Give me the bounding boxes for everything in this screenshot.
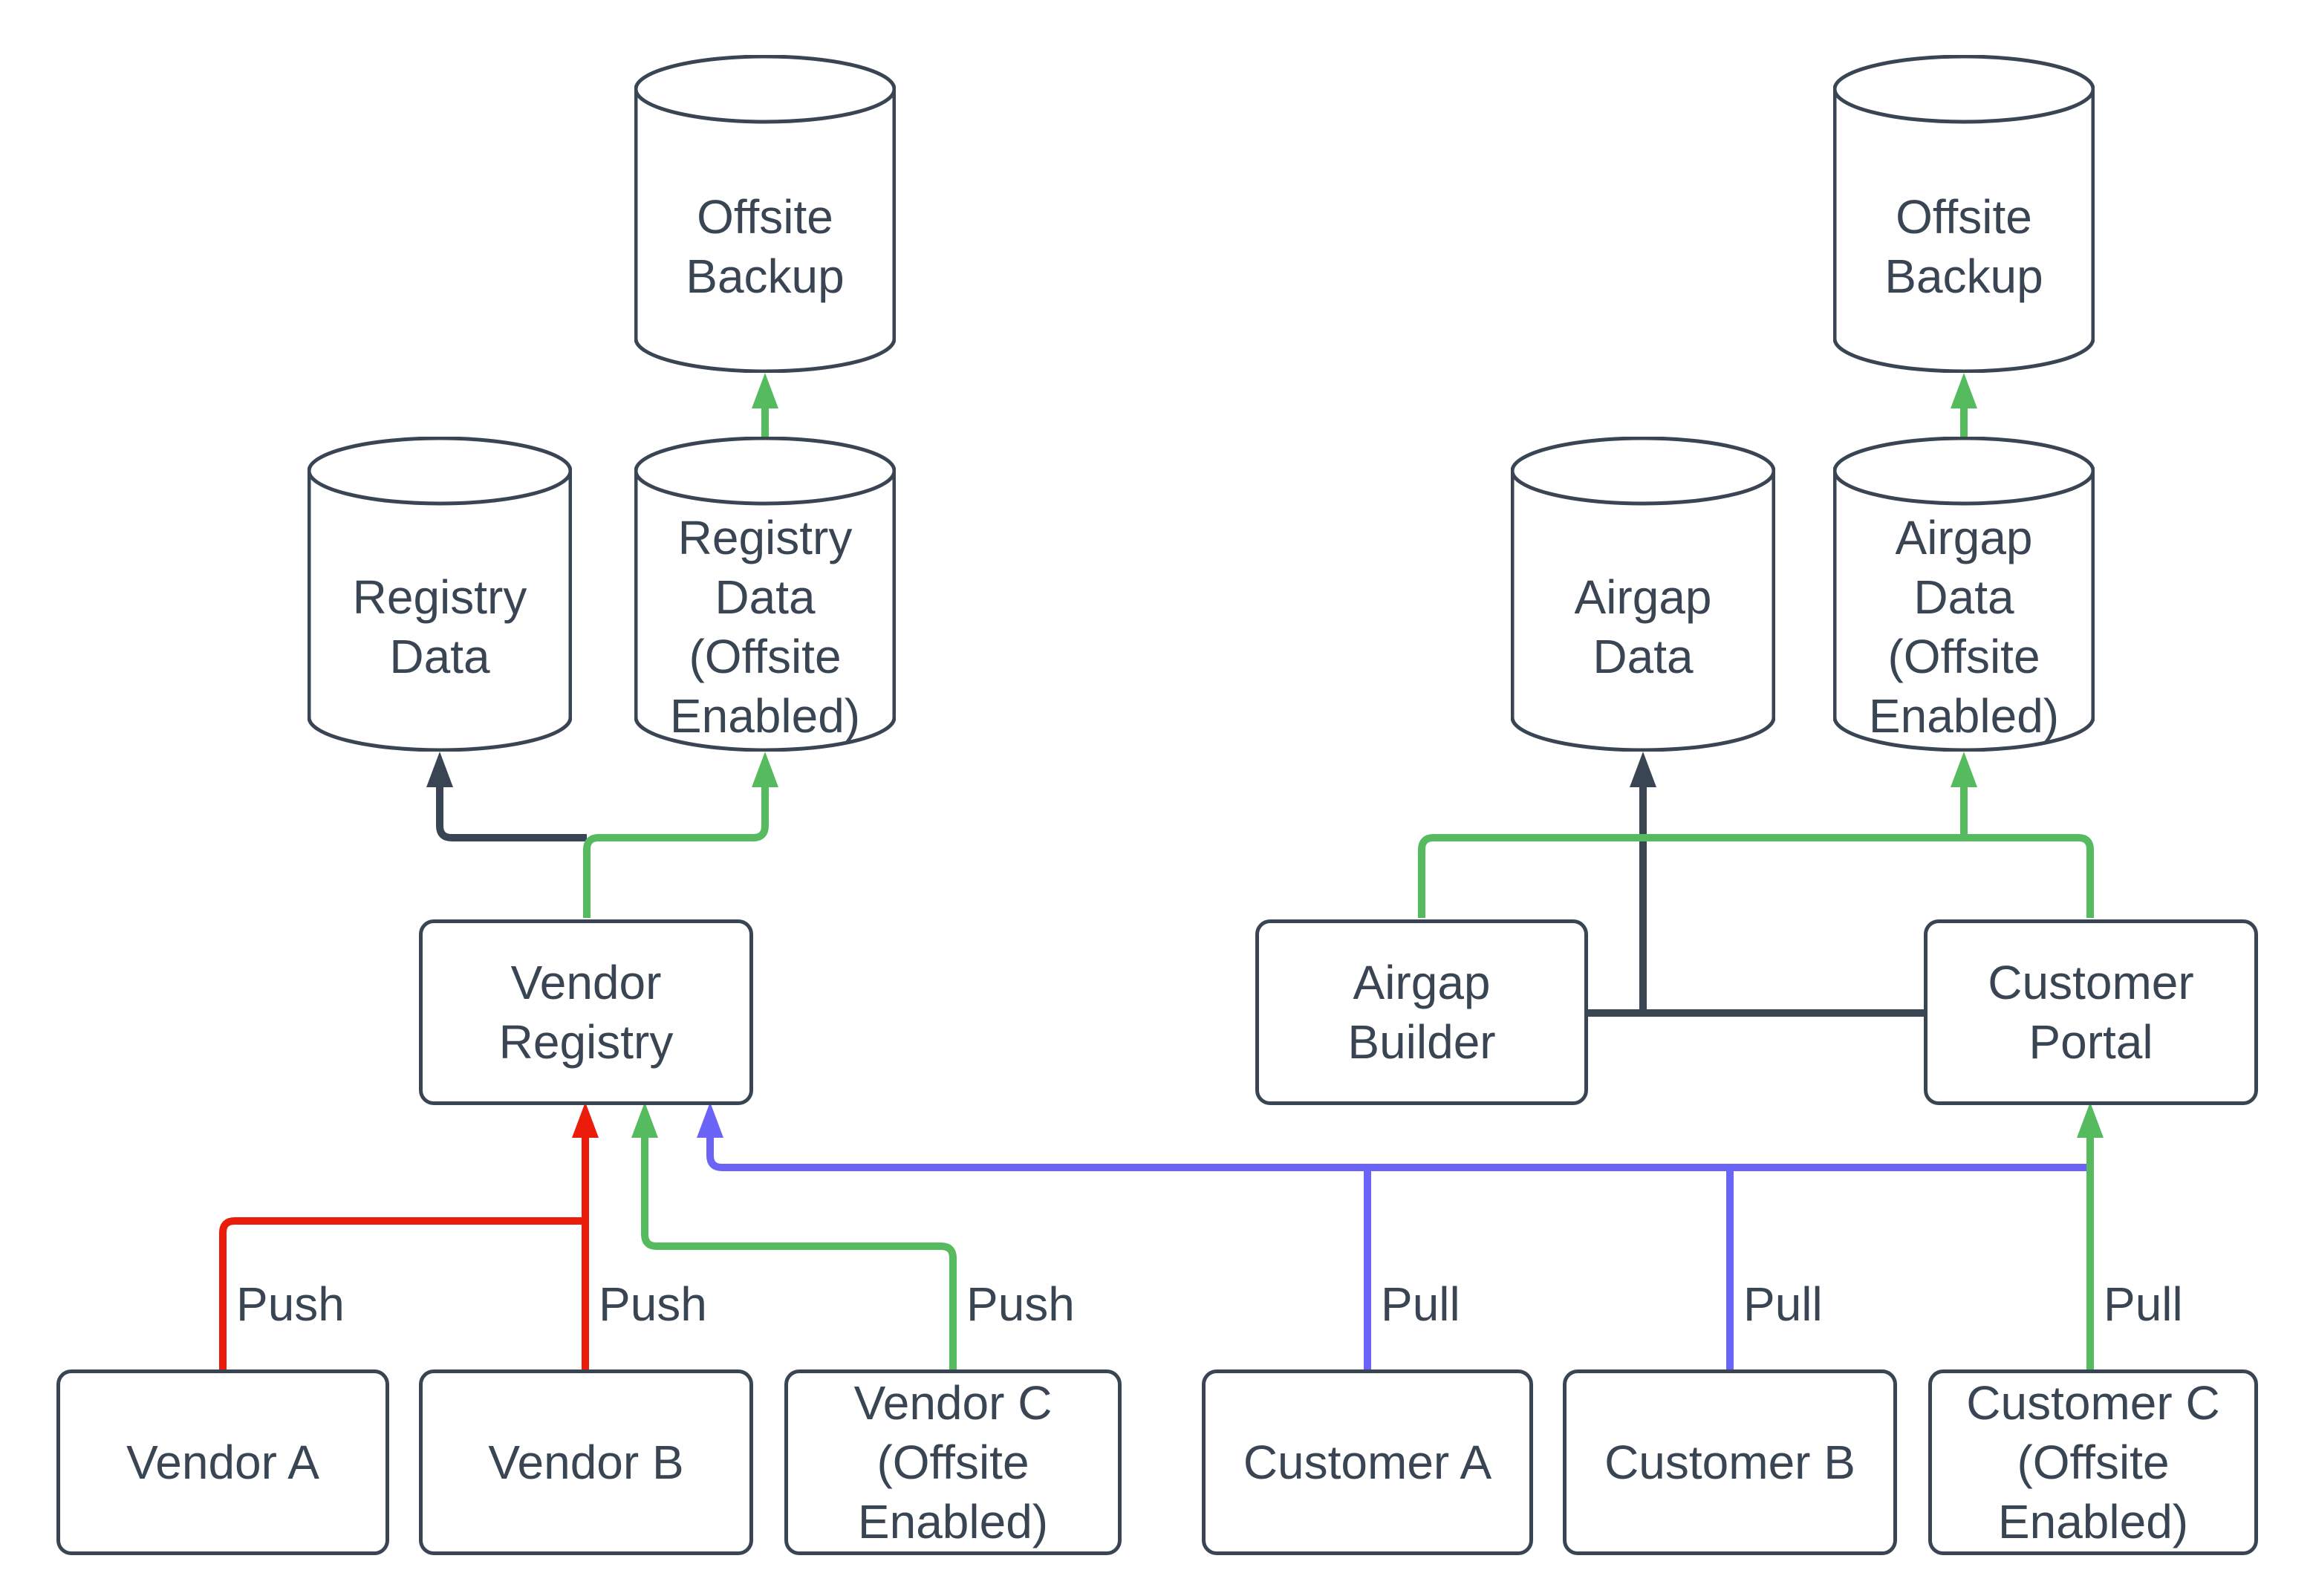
node-label: Vendor Registry <box>498 956 674 1069</box>
node-label: Customer A <box>1243 1436 1492 1489</box>
edge-label-pull-customer-c: Pull <box>2104 1277 2183 1331</box>
edge-vendor-c-push <box>641 1135 957 1369</box>
node-label: Airgap Data (Offsite Enabled) <box>1868 511 2060 743</box>
arrowhead-registry-data <box>426 752 453 787</box>
edge-label-pull-customer-a: Pull <box>1381 1277 1460 1331</box>
node-label: Airgap Builder <box>1347 956 1496 1069</box>
node-label: Vendor B <box>488 1436 684 1489</box>
cylinder-shape <box>1511 437 1775 752</box>
cylinder-shape <box>634 437 896 752</box>
arrowhead-airgap-data <box>1630 752 1656 787</box>
edge-label-pull-customer-b: Pull <box>1743 1277 1823 1331</box>
arrowhead-push-vendor-registry <box>572 1102 599 1138</box>
node-label: Registry Data <box>352 570 527 683</box>
node-vendor-a: Vendor A <box>56 1369 389 1555</box>
arrowhead-airgap-data-offsite <box>1951 752 1977 787</box>
edge-vendor-registry-to-offsite-data <box>583 784 769 918</box>
node-vendor-registry: Vendor Registry <box>419 919 753 1105</box>
arrowhead-vendor-c-push <box>631 1102 658 1138</box>
node-customer-c: Customer C (Offsite Enabled) <box>1928 1369 2258 1555</box>
cylinder-shape <box>308 437 572 752</box>
arrowhead-registry-data-offsite <box>752 752 778 787</box>
cylinder-shape <box>1833 437 2095 752</box>
node-registry-data: Registry Data <box>308 437 572 752</box>
node-label: Customer C (Offsite Enabled) <box>1966 1376 2220 1548</box>
node-vendor-c: Vendor C (Offsite Enabled) <box>784 1369 1122 1555</box>
arrowhead-offsite-backup-right <box>1951 373 1977 408</box>
node-airgap-data-offsite: Airgap Data (Offsite Enabled) <box>1833 437 2095 752</box>
edge-vendor-registry-to-registry-data <box>436 784 587 841</box>
edge-vendor-a-push <box>219 1217 585 1369</box>
edge-label-push-vendor-a: Push <box>236 1277 345 1331</box>
edge-customer-portal-to-airgap-builder <box>1418 834 2094 918</box>
node-label: Offsite Backup <box>1884 190 2043 303</box>
node-registry-data-offsite: Registry Data (Offsite Enabled) <box>634 437 896 752</box>
arrowhead-pull-vendor-registry <box>697 1102 723 1138</box>
cylinder-shape <box>634 55 896 373</box>
node-customer-a: Customer A <box>1202 1369 1533 1555</box>
edge-label-push-vendor-c: Push <box>966 1277 1075 1331</box>
edge-label-push-vendor-b: Push <box>599 1277 707 1331</box>
node-label: Offsite Backup <box>686 190 845 303</box>
node-label: Vendor A <box>126 1436 319 1489</box>
node-customer-portal: Customer Portal <box>1924 919 2258 1105</box>
arrowhead-offsite-backup-left <box>752 373 778 408</box>
cylinder-shape <box>1833 55 2095 373</box>
node-label: Customer Portal <box>1988 956 2194 1069</box>
node-offsite-backup-right: Offsite Backup <box>1833 55 2095 373</box>
arrowhead-customer-c-pull <box>2077 1102 2104 1138</box>
node-label: Registry Data (Offsite Enabled) <box>669 511 861 743</box>
node-airgap-builder: Airgap Builder <box>1255 919 1588 1105</box>
node-vendor-b: Vendor B <box>419 1369 753 1555</box>
node-airgap-data: Airgap Data <box>1511 437 1775 752</box>
node-label: Airgap Data <box>1574 570 1712 683</box>
node-label: Vendor C (Offsite Enabled) <box>853 1376 1053 1548</box>
node-offsite-backup-left: Offsite Backup <box>634 55 896 373</box>
edge-pull-channel <box>706 1135 2090 1171</box>
node-customer-b: Customer B <box>1563 1369 1897 1555</box>
node-label: Customer B <box>1604 1436 1855 1489</box>
